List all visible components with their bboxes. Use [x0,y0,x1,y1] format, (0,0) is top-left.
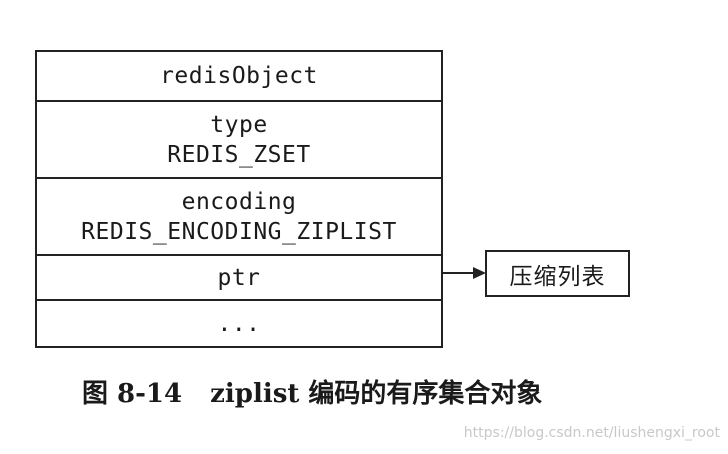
type-row: type REDIS_ZSET [37,102,441,179]
redis-object-struct: redisObject type REDIS_ZSET encoding RED… [35,50,443,348]
figure-caption: 图 8-14 ziplist 编码的有序集合对象 [82,373,542,410]
pointer-arrow-icon [443,267,486,279]
struct-title-row: redisObject [37,52,441,102]
ziplist-label: 压缩列表 [509,263,606,290]
figure-title: ziplist 编码的有序集合对象 [210,379,543,409]
figure-number: 图 8-14 [82,379,183,409]
type-label: type [210,111,268,138]
type-value: REDIS_ZSET [167,141,311,168]
struct-title: redisObject [160,63,318,89]
ellipsis-label: ... [217,310,261,337]
encoding-label: encoding [181,188,297,215]
watermark: https://blog.csdn.net/liushengxi_root [463,425,720,441]
ziplist-box: 压缩列表 [485,250,630,297]
encoding-value: REDIS_ENCODING_ZIPLIST [81,218,397,245]
ptr-label: ptr [217,264,261,291]
encoding-row: encoding REDIS_ENCODING_ZIPLIST [37,179,441,256]
ellipsis-row: ... [37,301,441,346]
ptr-row: ptr [37,256,441,301]
